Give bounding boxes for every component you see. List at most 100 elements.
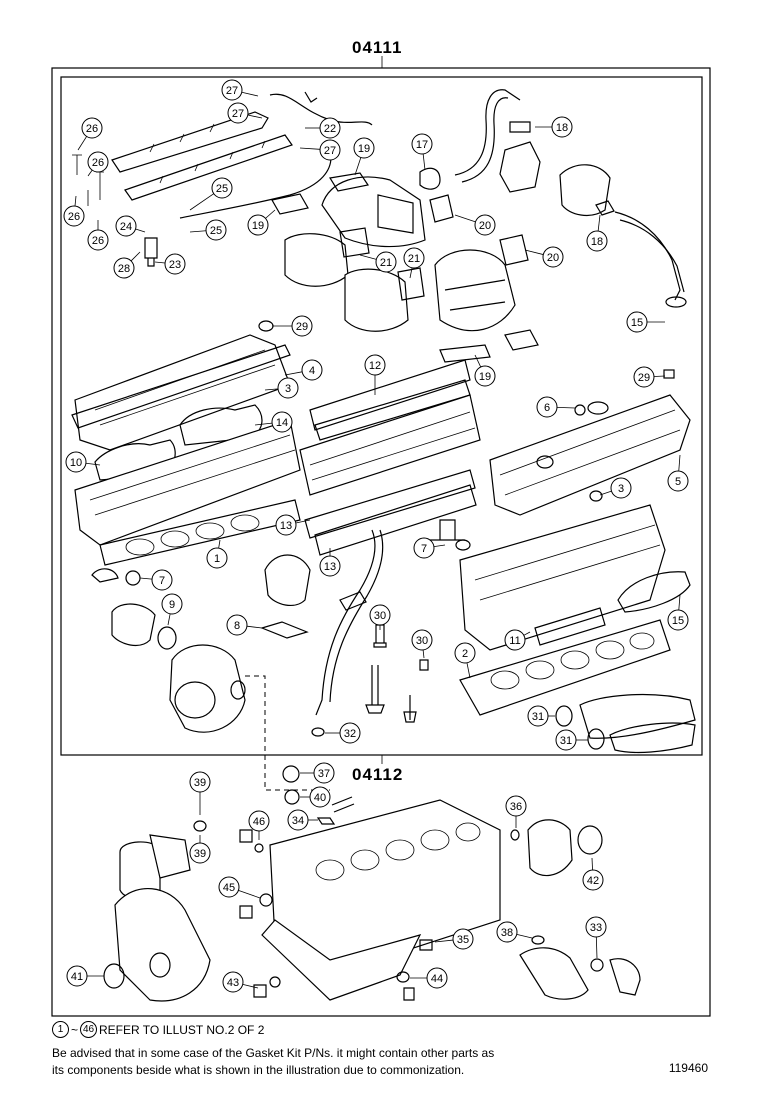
callout-number: 26 xyxy=(68,211,80,223)
kit-outer-frame xyxy=(51,67,711,1017)
refer-end-number: 46 xyxy=(80,1021,98,1038)
callout-c30a: 30 xyxy=(369,604,391,630)
callout-c26b: 26 xyxy=(87,151,109,177)
callout-circle xyxy=(164,253,186,275)
callout-c20b: 20 xyxy=(524,246,564,268)
callout-number: 7 xyxy=(159,575,165,587)
callout-c42: 42 xyxy=(582,857,604,891)
callout-circle xyxy=(585,916,607,938)
callout-leader xyxy=(454,214,476,223)
callout-leader xyxy=(130,251,141,262)
callout-number: 28 xyxy=(118,263,130,275)
callout-c5: 5 xyxy=(667,454,689,492)
callout-circle xyxy=(65,451,87,473)
callout-c41: 41 xyxy=(66,965,104,987)
callout-leader xyxy=(254,422,273,426)
callout-circle xyxy=(313,762,335,784)
callout-circle xyxy=(248,810,270,832)
callout-c27a: 27 xyxy=(221,79,259,101)
callout-circle xyxy=(375,251,397,273)
callout-c25a: 25 xyxy=(189,177,233,211)
callout-c31b: 31 xyxy=(555,729,588,751)
callout-c19b: 19 xyxy=(247,209,276,236)
callout-number: 7 xyxy=(421,543,427,555)
callout-number: 26 xyxy=(86,123,98,135)
callout-c17: 17 xyxy=(411,133,433,171)
callout-number: 26 xyxy=(92,235,104,247)
callout-circle xyxy=(227,102,249,124)
callout-c8: 8 xyxy=(226,614,263,636)
callout-leader xyxy=(523,631,531,636)
callout-c14: 14 xyxy=(254,411,293,433)
callout-number: 18 xyxy=(591,236,603,248)
callout-circle xyxy=(301,359,323,381)
callout-number: 34 xyxy=(292,815,304,827)
callout-c25b: 25 xyxy=(189,219,227,241)
callout-c22: 22 xyxy=(305,117,341,139)
callout-c23: 23 xyxy=(154,253,186,275)
callout-number: 39 xyxy=(194,848,206,860)
callout-circle xyxy=(115,215,137,237)
callout-number: 27 xyxy=(226,85,238,97)
callout-leader xyxy=(154,261,166,264)
callout-c2: 2 xyxy=(454,642,476,679)
callout-circle xyxy=(275,514,297,536)
callout-leader xyxy=(466,662,471,679)
callout-number: 25 xyxy=(216,183,228,195)
valve-cover-right-drawing xyxy=(489,394,691,516)
callout-leader xyxy=(409,267,413,279)
callout-c35: 35 xyxy=(434,928,474,950)
callout-number: 31 xyxy=(532,711,544,723)
callout-number: 2 xyxy=(462,648,468,660)
callout-leader xyxy=(516,933,533,939)
fuel-rail-left-drawing xyxy=(111,111,293,201)
callout-circle xyxy=(221,79,243,101)
callout-number: 30 xyxy=(374,610,386,622)
callout-c34: 34 xyxy=(287,809,318,831)
callout-c15b: 15 xyxy=(667,594,689,631)
callout-c19c: 19 xyxy=(474,354,496,387)
callout-c9: 9 xyxy=(161,593,183,626)
callout-circle xyxy=(206,547,228,569)
callout-c32: 32 xyxy=(325,722,361,744)
callout-number: 24 xyxy=(120,221,132,233)
callout-circle xyxy=(66,965,88,987)
callout-c45: 45 xyxy=(218,876,261,899)
callout-circle xyxy=(582,869,604,891)
callout-leader xyxy=(74,195,77,207)
callout-c11: 11 xyxy=(504,629,531,651)
oil-pan-drawing xyxy=(261,919,422,1001)
callout-c30b: 30 xyxy=(411,629,433,659)
callout-circle xyxy=(586,230,608,252)
callout-number: 29 xyxy=(296,321,308,333)
callout-circle xyxy=(633,366,655,388)
callout-leader xyxy=(189,193,214,211)
kit-label-inner: 04112 xyxy=(352,765,403,784)
callout-number: 25 xyxy=(210,225,222,237)
callout-circle xyxy=(667,609,689,631)
callout-c10: 10 xyxy=(65,451,101,473)
callout-c13b: 13 xyxy=(319,548,341,577)
refer-text: REFER TO ILLUST NO.2 OF 2 xyxy=(99,1022,265,1037)
callout-c12: 12 xyxy=(364,354,386,395)
callout-circle xyxy=(226,614,248,636)
callout-number: 5 xyxy=(675,476,681,488)
callout-c6: 6 xyxy=(536,396,576,418)
callout-leader xyxy=(135,228,146,233)
callout-circle xyxy=(277,377,299,399)
callout-circle xyxy=(454,642,476,664)
callout-c1: 1 xyxy=(206,539,228,569)
callout-circle xyxy=(287,809,309,831)
callout-leader xyxy=(85,462,101,466)
callout-leader xyxy=(556,406,576,409)
callout-number: 4 xyxy=(309,365,315,377)
callout-number: 44 xyxy=(431,973,443,985)
callout-leader xyxy=(238,889,261,899)
callout-number: 42 xyxy=(587,875,599,887)
callout-circle xyxy=(309,786,331,808)
callout-number: 27 xyxy=(232,108,244,120)
callout-number: 21 xyxy=(380,257,392,269)
callout-c20a: 20 xyxy=(454,214,496,236)
callout-circle xyxy=(542,246,564,268)
